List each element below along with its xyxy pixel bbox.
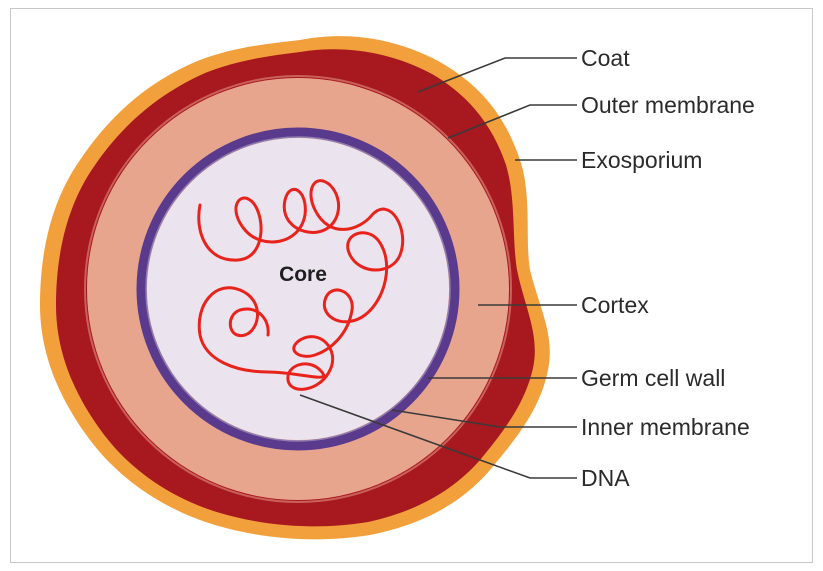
label-outer-membrane: Outer membrane bbox=[581, 92, 755, 118]
core-region bbox=[147, 138, 449, 440]
core-label: Core bbox=[279, 263, 327, 286]
label-germ-cell-wall: Germ cell wall bbox=[581, 365, 725, 391]
label-inner-membrane: Inner membrane bbox=[581, 414, 750, 440]
label-dna: DNA bbox=[581, 465, 630, 491]
label-coat: Coat bbox=[581, 45, 630, 71]
label-exosporium: Exosporium bbox=[581, 147, 702, 173]
label-cortex: Cortex bbox=[581, 292, 649, 318]
